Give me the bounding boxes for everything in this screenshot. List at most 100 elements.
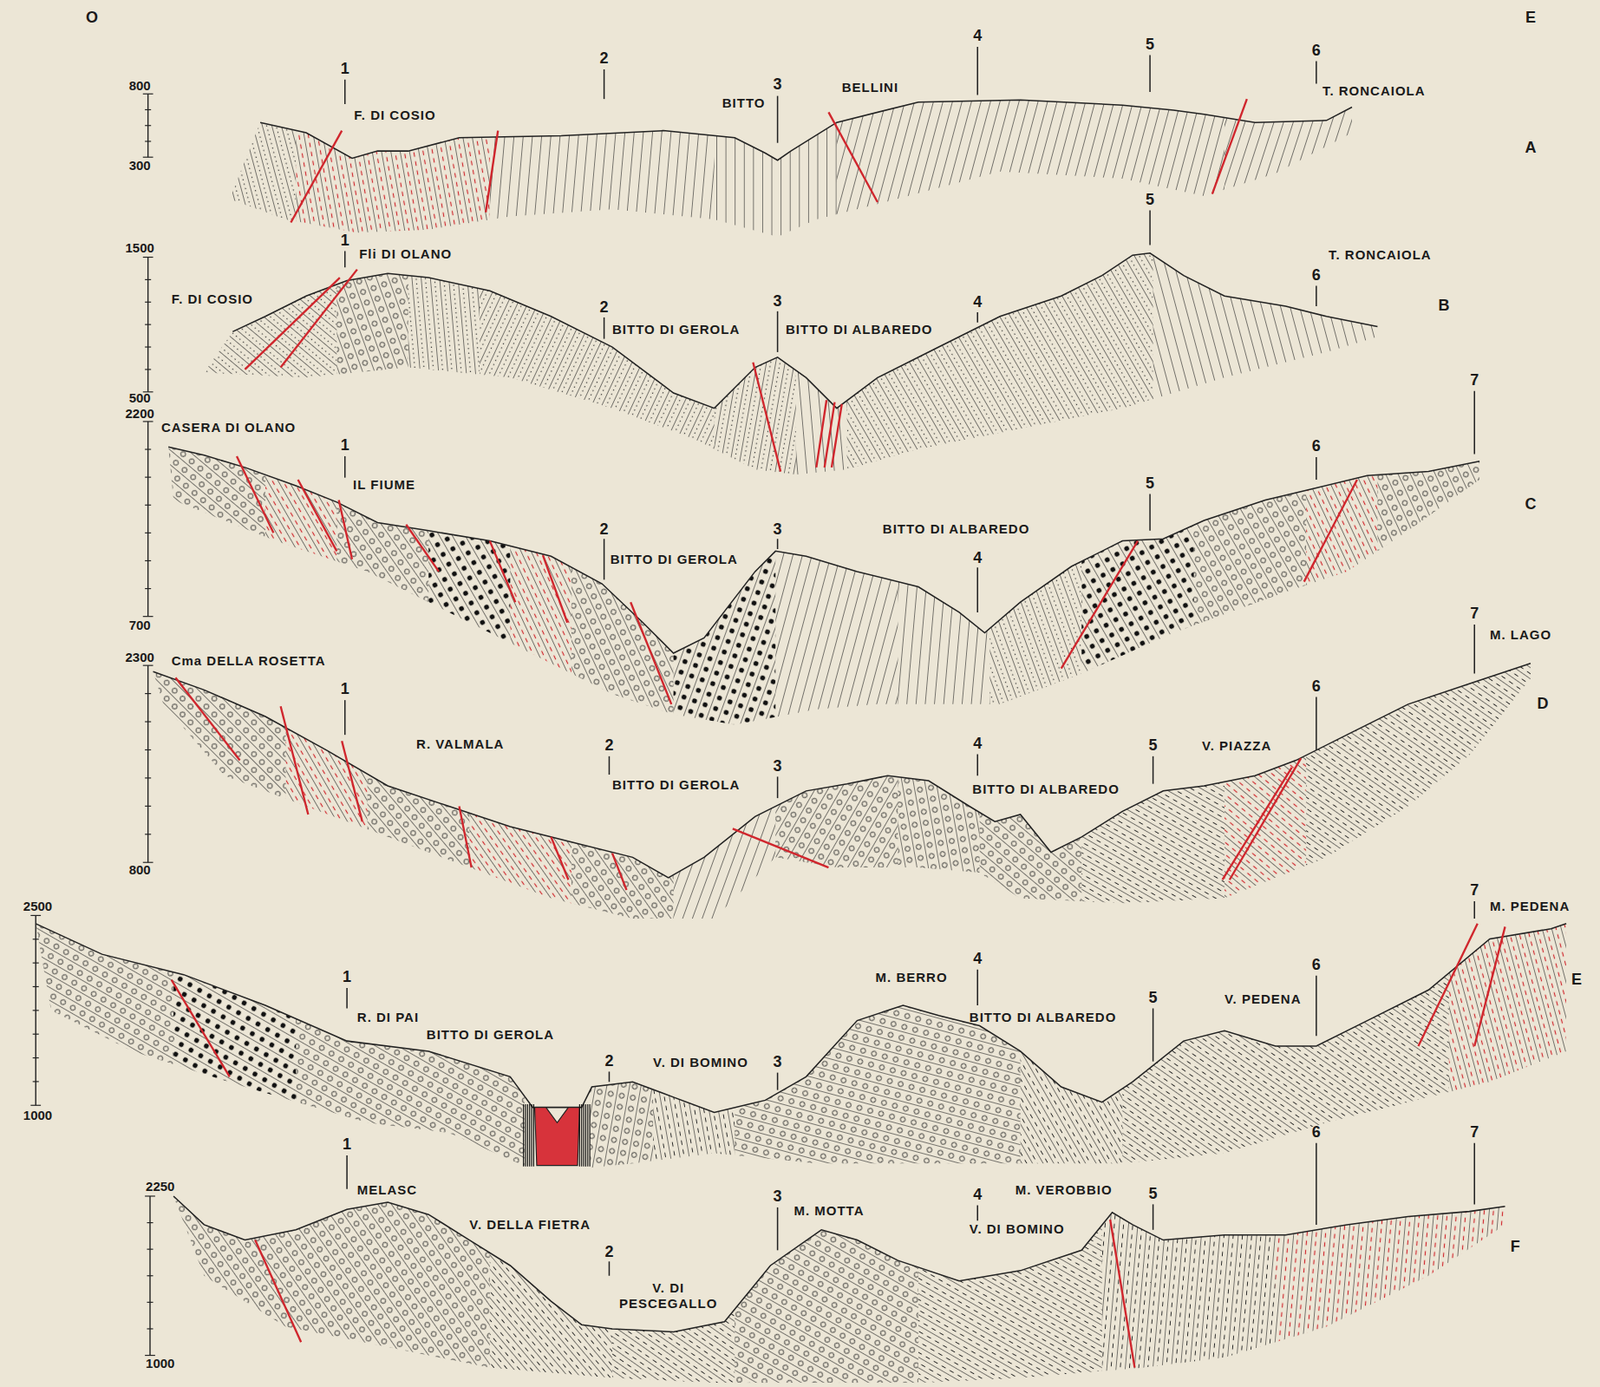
- wall-hatch: [587, 1103, 588, 1167]
- place-label: M. VEROBBIO: [1015, 1182, 1113, 1198]
- section-marker: 1: [340, 680, 350, 700]
- section-marker: 5: [1145, 474, 1155, 494]
- marker-tick: [1315, 457, 1318, 480]
- marker-tick: [1315, 975, 1318, 1036]
- section-marker: 4: [973, 1185, 982, 1205]
- strata-band: [509, 441, 572, 730]
- section-marker: 5: [1145, 190, 1155, 210]
- strata-hatching: [163, 1190, 1510, 1387]
- marker-tick: [976, 969, 979, 1006]
- section-marker: 4: [973, 548, 982, 569]
- fault-line: [1110, 1219, 1135, 1368]
- place-label: T. RONCAIOLA: [1328, 247, 1432, 263]
- strata-band: [143, 658, 287, 924]
- section-marker: O: [85, 8, 98, 28]
- marker-tick: [1473, 624, 1476, 673]
- strata-band: [734, 1190, 919, 1387]
- strata-band: [1306, 658, 1542, 924]
- strata-band: [1081, 441, 1194, 730]
- place-label: BITTO DI ALBAREDO: [969, 1009, 1117, 1026]
- fault-line: [612, 853, 627, 890]
- scale-value: 800: [129, 78, 151, 94]
- strata-band: [1102, 1190, 1276, 1387]
- fault-line: [171, 979, 230, 1078]
- section-marker: E: [1525, 8, 1536, 28]
- strata-band: [203, 248, 337, 480]
- place-label: F. DI COSIO: [353, 107, 436, 124]
- place-label: R. DI PAI: [357, 1009, 419, 1026]
- place-label: BELLINI: [842, 79, 899, 96]
- fault-line: [298, 479, 338, 551]
- strata-hatching: [30, 918, 1572, 1174]
- section-marker: 5: [1149, 1184, 1158, 1204]
- strata-band: [265, 441, 337, 730]
- place-label: IL FIUME: [352, 476, 416, 493]
- marker-tick: [976, 46, 979, 95]
- place-label: V. DI BOMINO: [653, 1054, 749, 1071]
- fault-line: [828, 111, 877, 203]
- place-label: V. DELLA FIETRA: [469, 1216, 591, 1233]
- wall-hatch: [524, 1103, 526, 1167]
- section-marker: 1: [342, 967, 352, 987]
- red-infill-body: [535, 1107, 581, 1166]
- place-label: BITTO DI ALBAREDO: [972, 781, 1120, 797]
- fault-line: [1304, 479, 1358, 582]
- place-label: F. DI COSIO: [171, 291, 254, 307]
- place-label: BITTO DI ALBAREDO: [785, 321, 934, 338]
- section-marker: 1: [340, 436, 350, 456]
- section-marker: 3: [773, 1052, 783, 1072]
- place-label: M. MOTTA: [793, 1202, 864, 1219]
- section-marker: A: [1524, 138, 1536, 158]
- marker-tick: [344, 699, 347, 735]
- marker-tick: [1315, 697, 1318, 751]
- strata-band: [489, 94, 715, 242]
- wall-hatch: [533, 1103, 535, 1167]
- place-label: R. VALMALA: [416, 736, 504, 752]
- section-profile: [163, 1190, 1510, 1387]
- marker-tick: [976, 1205, 979, 1222]
- height-scale: [143, 665, 154, 863]
- height-scale: [144, 1195, 156, 1356]
- marker-tick: [1473, 1142, 1476, 1205]
- strata-band: [1275, 1190, 1511, 1387]
- marker-tick: [777, 776, 779, 798]
- scale-value: 1500: [125, 240, 155, 256]
- section-marker: 6: [1312, 677, 1321, 697]
- fault-line: [280, 705, 309, 815]
- ground-surface: [153, 663, 1531, 878]
- strata-band: [1020, 918, 1124, 1174]
- marker-tick: [608, 1260, 611, 1275]
- wall-hatch: [530, 1103, 532, 1167]
- marker-tick: [777, 1072, 779, 1091]
- marker-tick: [1152, 1007, 1155, 1061]
- marker-tick: [608, 756, 611, 775]
- marker-tick: [603, 538, 606, 580]
- place-label: M. PEDENA: [1489, 898, 1570, 915]
- section-marker: 6: [1312, 437, 1321, 458]
- wall-hatch: [582, 1103, 584, 1167]
- wall-hatch: [581, 1103, 582, 1167]
- marker-tick: [608, 1071, 611, 1082]
- fault-line: [1229, 757, 1301, 880]
- section-marker: 6: [1312, 955, 1321, 975]
- section-profile: [30, 918, 1572, 1174]
- strata-band: [1224, 658, 1307, 924]
- scale-value: 2250: [145, 1178, 175, 1195]
- fault-line: [1212, 98, 1248, 194]
- strata-band: [30, 918, 174, 1174]
- ground-surface: [173, 1195, 1505, 1332]
- marker-tick: [603, 69, 606, 99]
- marker-tick: [346, 987, 348, 1009]
- section-profile: [224, 94, 1358, 242]
- section-marker: 1: [340, 59, 350, 79]
- section-marker: 5: [1145, 35, 1155, 55]
- marker-tick: [976, 754, 979, 777]
- marker-tick: [344, 456, 347, 478]
- marker-tick: [1473, 901, 1476, 919]
- strata-band: [714, 94, 837, 242]
- section-marker: 7: [1469, 1123, 1479, 1143]
- place-label: Fli DI OLANO: [359, 246, 452, 262]
- scale-value: 2500: [23, 898, 53, 915]
